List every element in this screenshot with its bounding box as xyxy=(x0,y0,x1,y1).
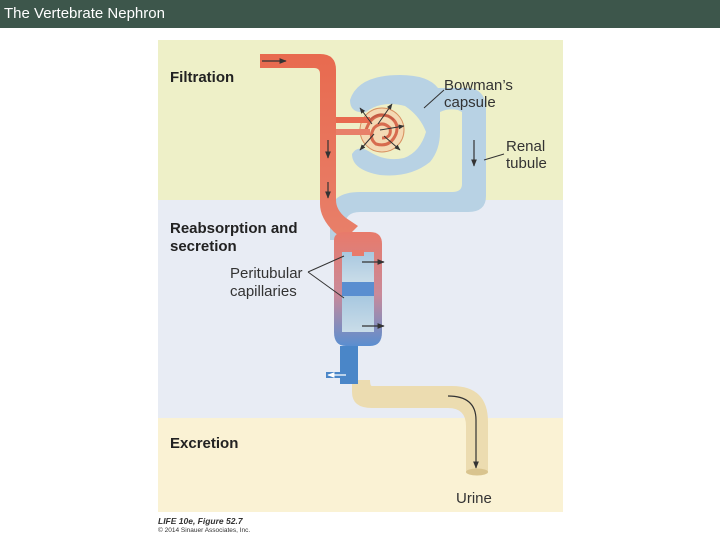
peritubular-label-line1: Peritubular xyxy=(230,265,303,282)
title-bar: The Vertebrate Nephron xyxy=(0,0,720,28)
excretion-panel xyxy=(158,418,563,512)
figure-credit: LIFE 10e, Figure 52.7 © 2014 Sinauer Ass… xyxy=(158,516,250,535)
filtration-heading: Filtration xyxy=(170,69,234,86)
afferent-blood-vessel xyxy=(260,54,358,240)
urine-outlet xyxy=(466,468,488,476)
renal-tubule-label-line1: Renal xyxy=(506,138,545,155)
slide-title: The Vertebrate Nephron xyxy=(4,5,165,22)
peritubular-leader xyxy=(307,255,345,273)
reabsorption-heading-line1: Reabsorption and xyxy=(170,220,298,237)
urine-label: Urine xyxy=(456,490,492,507)
urine-flow-arrow xyxy=(447,395,479,469)
copyright-notice: © 2014 Sinauer Associates, Inc. xyxy=(158,527,251,534)
renal-leader xyxy=(483,153,505,161)
renal-tubule xyxy=(330,75,486,240)
bowmans-leader xyxy=(423,89,445,109)
reabsorption-heading-line2: secretion xyxy=(170,238,237,255)
renal-tubule-label-line2: tubule xyxy=(506,155,547,172)
excretion-heading: Excretion xyxy=(170,435,238,452)
bowmans-capsule-label-line1: Bowman’s xyxy=(444,77,513,94)
bowmans-capsule-label-line2: capsule xyxy=(444,94,496,111)
figure-reference: LIFE 10e, Figure 52.7 xyxy=(158,516,243,526)
collecting-tube xyxy=(352,380,488,472)
peritubular-label-line2: capillaries xyxy=(230,283,297,300)
